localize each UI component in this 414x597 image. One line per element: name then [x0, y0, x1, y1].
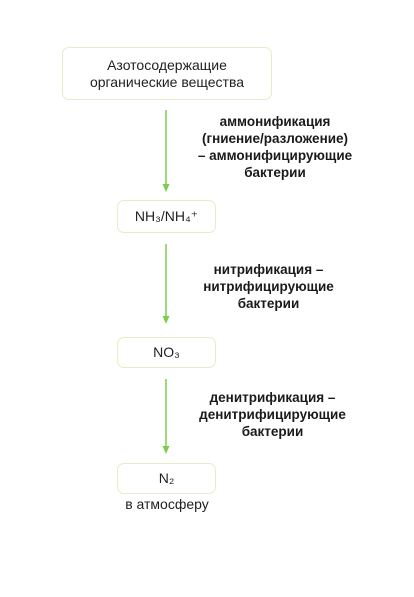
node-nitrate: NO₃ [117, 337, 216, 368]
arrow-nitrification [162, 244, 170, 324]
node-organic-label: Азотосодержащие органические вещества [89, 56, 245, 90]
arrow-denitrification [162, 379, 170, 454]
edge-label-nitrification: нитрификация – нитрифицирующие бактерии [203, 262, 334, 311]
arrow-ammonification [162, 110, 170, 192]
node-nitrogen: N₂ [117, 463, 216, 494]
node-nitrogen-label: N₂ [158, 470, 175, 486]
edge-label-ammonification: аммонификация (гниение/разложение) – амм… [197, 114, 353, 180]
node-ammonia: NH₃/NH₄⁺ [117, 200, 216, 233]
edge-label-denitrification: денитрификация – денитрифицирующие бакте… [199, 390, 346, 439]
caption-to-atmosphere: в атмосферу [125, 496, 209, 512]
node-nitrate-label: NO₃ [153, 344, 180, 360]
node-ammonia-label: NH₃/NH₄⁺ [134, 208, 199, 224]
node-organic-substances: Азотосодержащие органические вещества [62, 47, 272, 100]
